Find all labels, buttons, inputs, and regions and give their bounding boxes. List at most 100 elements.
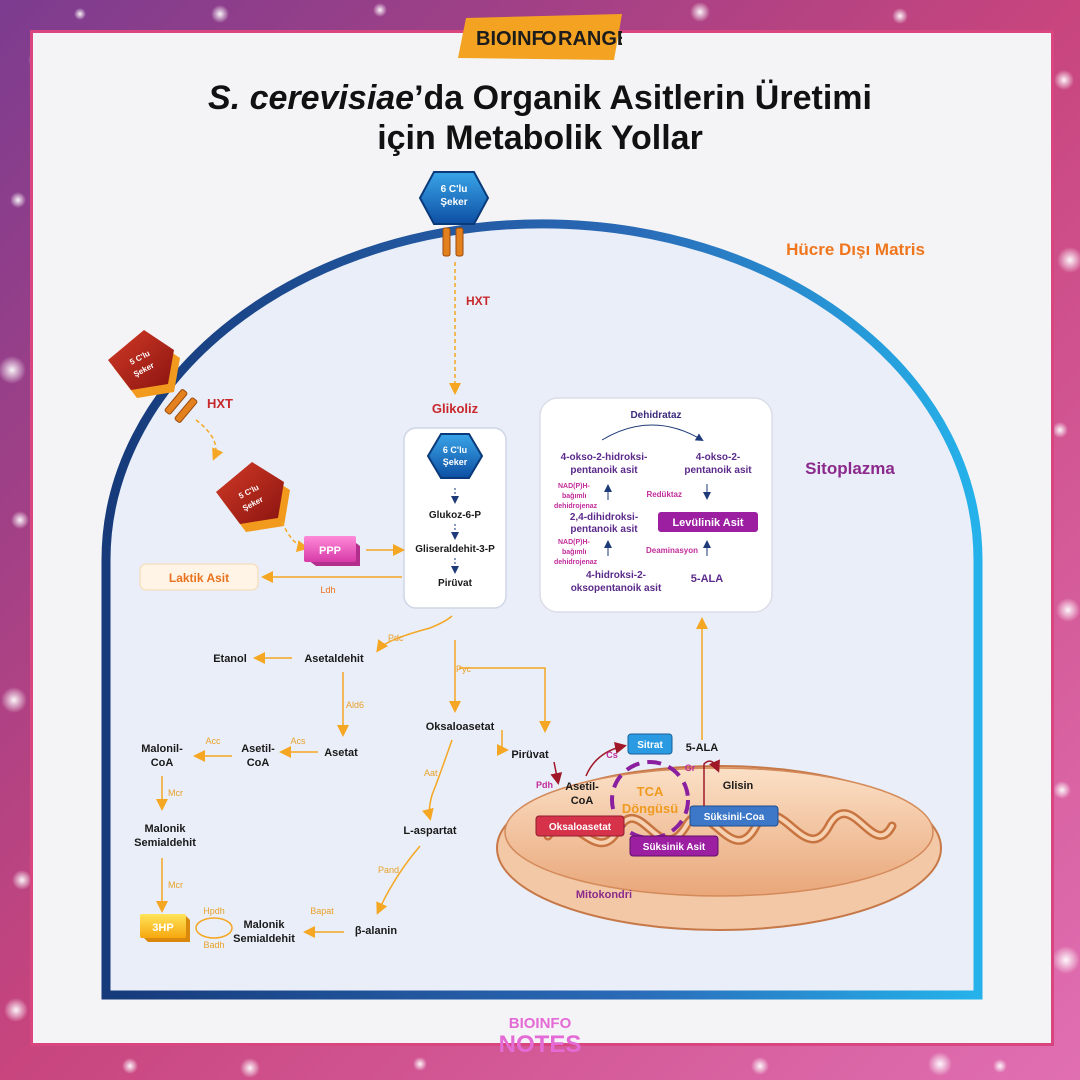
diagram-shape [928,1052,952,1076]
diagram-label: Semialdehit [233,933,295,945]
diagram-label: 2,4-dihidroksi- [570,512,638,523]
levulinik-asit: Levülinik Asit [672,517,743,529]
diagram-shape [459,667,551,733]
diagram-shape [12,870,32,890]
5-ala-mito: 5-ALA [686,742,718,754]
ldh-label: Ldh [320,585,335,595]
diagram-label: 6 C'lu [443,445,467,455]
diagram-label: Şeker [443,457,468,467]
diagram-shape [1053,781,1071,799]
diagram-shape [689,805,779,827]
hxt-transporter-top [442,227,464,257]
diagram-shape [216,462,284,524]
diagram-label: pentanoik asit [570,524,638,535]
diagram-shape [11,511,29,529]
diagram-label: Şeker [440,197,467,208]
diagram-label: Deaminasyon [646,546,698,555]
page-title: S. cerevisiae’da Organik Asitlerin Üreti… [110,78,970,158]
diagram-label: Dehidrataz [630,410,681,421]
diagram-label: Ald6 [346,700,364,710]
diagram-label: Semialdehit [134,837,196,849]
logo-text-mid: O [541,28,557,50]
bottom-logo-line2: NOTES [498,1031,582,1058]
glucose-6-p: Glukoz-6-P [429,510,482,521]
diagram-label: 4-okso-2-hidroksi- [561,452,648,463]
etanol: Etanol [213,653,247,665]
oksaloasetat-mito: Oksaloasetat [549,822,612,833]
diagram-shape [1054,70,1074,90]
gliseraldehit-3-p: Gliseraldehit-3-P [415,544,495,555]
diagram-shape [108,330,174,390]
diagram-label: Hpdh [203,906,225,916]
six-carbon-sugar-top: 6 C'lu Şeker [418,171,490,225]
laktik-asit-box [139,563,259,591]
diagram-shape [140,914,186,938]
laktik-asit-label: Laktik Asit [169,571,229,585]
bioinfo-notes-logo: BIOINFO NOTES [470,1016,610,1058]
diagram-label: Malonik [145,823,187,835]
diagram-shape [376,615,453,653]
extracellular-label: Hücre Dışı Matris [786,240,925,259]
diagram-shape [195,917,233,939]
diagram-label: Aat [424,768,438,778]
title-line2: için Metabolik Yollar [377,119,703,157]
diagram-shape [546,811,894,845]
diagram-shape [1057,247,1080,273]
glycolysis-box [403,427,507,609]
diagram-shape [497,730,509,756]
diagram-label: Cs [606,750,618,760]
ppp-box: PPP [304,536,360,566]
diagram-label: 4-okso-2- [696,452,740,463]
diagram-label: bağımlı [562,549,587,556]
diagram-shape [418,171,490,225]
diagram-label: Döngüsü [622,801,678,816]
diagram-shape [610,760,690,840]
glisin: Glisin [723,780,754,792]
title-line1-rest: ’da Organik Asitlerin Üretimi [414,79,872,117]
piruvat-glycolysis: Pirüvat [438,578,473,589]
diagram-label: CoA [151,757,174,769]
diagram-label: pentanoik asit [570,465,638,476]
diagram-shape [535,815,625,837]
diagram-shape [658,512,758,532]
diagram-shape [442,227,451,257]
six-carbon-sugar-inner: 6 C'lu Şeker [426,433,484,479]
diagram-shape [4,998,28,1022]
diagram-label: 4-hidroksi-2- [586,570,646,581]
oksaloasetat-cyto: Oksaloasetat [426,721,495,733]
diagram-shape [1052,946,1080,974]
diagram-shape [195,419,224,461]
diagram-shape [281,521,309,552]
diagram-shape [1,687,27,713]
diagram-label: CoA [247,757,270,769]
title-species: S. cerevisiae [208,79,415,117]
diagram-shape [373,3,387,17]
diagram-label: Malonik [244,919,286,931]
hxt-left-label: HXT [207,396,233,411]
diagram-label: PPP [319,545,341,557]
hxt-top-label: HXT [466,294,491,308]
cytoplasm-label: Sitoplazma [805,459,895,478]
asetaldehit: Asetaldehit [304,653,364,665]
diagram-label: Acs [290,736,306,746]
diagram-label: NAD(P)H- [558,483,591,490]
diagram-shape [413,1057,427,1071]
bottom-logo-line1: BIOINFO [508,1015,572,1032]
diagram-label: 6 C'lu [441,184,468,195]
diagram-label: TCA [637,784,664,799]
asetat: Asetat [324,747,358,759]
diagram-shape [164,389,188,415]
diagram-shape [376,845,421,915]
five-carbon-sugar-inside: 5 C'lu Şeker [216,462,290,532]
diagram-label: Bapat [310,906,334,916]
suksinil-coa: Süksinil-Coa [704,812,765,823]
diagram-shape [421,739,453,821]
logo-text-left: BIOINF [476,28,544,50]
diagram-label: Mcr [168,788,183,798]
3hp-box: 3HP [140,914,190,942]
diagram-label: oksopentanoik asit [571,583,662,594]
diagram-shape [892,8,908,24]
